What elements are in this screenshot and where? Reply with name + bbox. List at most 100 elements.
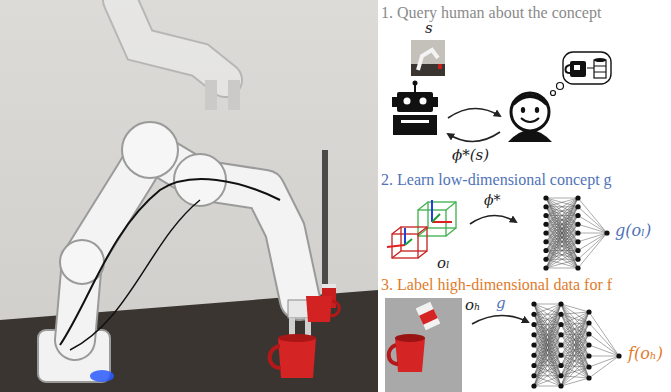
network-edge xyxy=(546,216,578,269)
observation-symbol: oₕ xyxy=(465,297,481,314)
network-edge xyxy=(578,216,607,234)
query-illustration-part xyxy=(521,118,539,122)
network-edge xyxy=(589,312,619,356)
query-illustration-part xyxy=(438,64,442,69)
network-edge xyxy=(546,198,578,224)
robot-photo-part xyxy=(322,284,336,288)
query-illustration-part xyxy=(594,60,606,78)
observation-symbol: oₗ xyxy=(437,255,450,272)
frames-illustration-part xyxy=(431,200,433,222)
robot-photo-part xyxy=(322,150,328,300)
query-illustration-part xyxy=(594,58,606,62)
robot-photo-part-part xyxy=(120,0,225,80)
frames-illustration-part xyxy=(470,215,516,224)
network-edge xyxy=(546,198,578,259)
robot-photo-part xyxy=(278,338,316,378)
query-illustration-part xyxy=(563,52,611,84)
network-edge xyxy=(534,325,561,387)
frames-illustration-part-part xyxy=(392,227,401,234)
network-neuron xyxy=(558,322,563,327)
robot-photo xyxy=(0,0,378,392)
frames-illustration-part xyxy=(418,202,456,236)
network-neuron xyxy=(586,309,591,314)
network-edge xyxy=(534,345,561,386)
network-edge xyxy=(534,304,561,355)
query-illustration-part xyxy=(433,97,438,107)
network-neuron xyxy=(575,222,580,227)
frames-illustration-part-part xyxy=(418,227,427,234)
network-edge xyxy=(561,304,589,312)
network-edge xyxy=(546,198,578,268)
network-neuron xyxy=(531,322,536,327)
network-edge xyxy=(534,376,561,386)
network-edge xyxy=(561,314,589,378)
network-neuron xyxy=(543,257,548,262)
network-neuron xyxy=(558,363,563,368)
network-neuron xyxy=(531,332,536,337)
network-neuron xyxy=(543,230,548,235)
network-edge xyxy=(546,216,578,269)
robot-photo-part xyxy=(120,0,240,110)
robot-photo-part xyxy=(0,0,378,392)
network-neuron xyxy=(558,373,563,378)
network-edge xyxy=(546,242,578,268)
network-edge xyxy=(546,268,578,269)
network-neuron xyxy=(586,342,591,347)
network-edge xyxy=(589,356,619,367)
robot-photo-part xyxy=(306,296,332,322)
network-edge xyxy=(546,198,578,242)
query-illustration-part xyxy=(418,50,438,70)
query-illustration-part xyxy=(574,65,580,70)
network-neuron xyxy=(543,265,548,270)
mapping-label: ϕ* xyxy=(484,192,501,208)
frames-illustration-part-part xyxy=(446,202,456,210)
query-illustration-part xyxy=(535,107,539,113)
robot-photo-part xyxy=(330,301,339,316)
frames-illustration-part xyxy=(432,221,452,223)
frames-illustration-part-part xyxy=(446,228,456,236)
robot-photo-part-part xyxy=(120,0,225,80)
frames-illustration-part xyxy=(405,239,412,245)
network-neuron xyxy=(558,342,563,347)
network-edge xyxy=(561,312,589,376)
network-edge xyxy=(534,314,561,386)
network-edge xyxy=(578,198,607,233)
network-neuron xyxy=(531,363,536,368)
network-edge xyxy=(534,304,561,355)
network-neuron xyxy=(558,332,563,337)
network-edge xyxy=(534,304,561,376)
network-neuron xyxy=(586,331,591,336)
network-neuron xyxy=(543,204,548,209)
query-illustration-part xyxy=(411,64,445,76)
network-neuron xyxy=(531,342,536,347)
frames-illustration-part-part xyxy=(418,251,427,258)
step-heading: 2. Learn low-dimensional concept g xyxy=(381,171,612,189)
frames-illustration-part-part xyxy=(392,251,401,258)
network-edge xyxy=(589,356,619,378)
robot-photo-part xyxy=(278,334,316,342)
query-illustration-part xyxy=(413,81,418,86)
query-illustration-part xyxy=(511,93,549,131)
network-edge xyxy=(561,304,589,367)
image-illustration-part xyxy=(472,315,528,324)
network-edge xyxy=(561,312,589,366)
network-neuron xyxy=(531,353,536,358)
network-edge xyxy=(561,335,589,378)
query-illustration-part xyxy=(392,97,397,107)
network-edge xyxy=(578,207,607,233)
robot-photo-part-part xyxy=(228,80,240,110)
network-edge xyxy=(534,304,561,366)
network-edge xyxy=(578,233,607,251)
network-neuron xyxy=(586,364,591,369)
network-edge xyxy=(546,233,578,268)
robot-photo-part xyxy=(60,179,280,345)
network-edge xyxy=(578,233,607,242)
image-illustration-part xyxy=(389,345,398,364)
network-edge xyxy=(578,233,607,259)
network-neuron xyxy=(604,230,609,235)
network-edge xyxy=(589,334,619,356)
robot-photo-part xyxy=(122,122,178,178)
network-neuron xyxy=(558,353,563,358)
network-edge xyxy=(546,207,578,268)
